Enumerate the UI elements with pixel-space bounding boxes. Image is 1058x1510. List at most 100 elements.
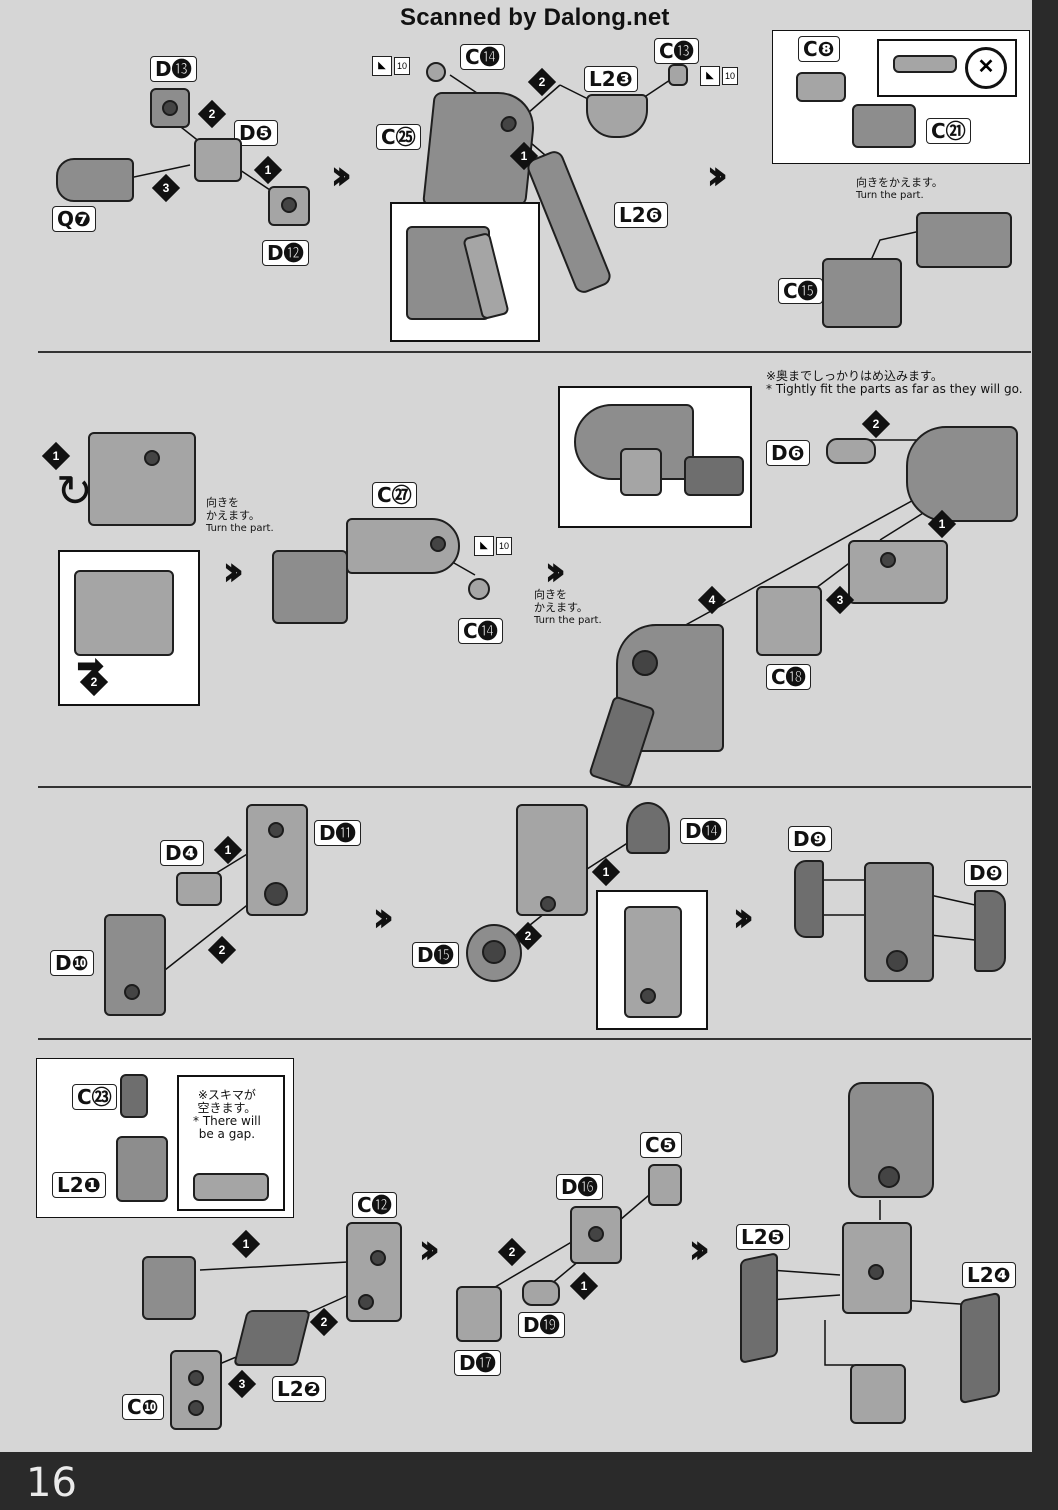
step-marker: 2 [207,935,237,965]
part-c18 [756,586,822,656]
knife-icon: ◣ [372,56,392,76]
part-label-c14: C⓮ [460,44,505,70]
part-c15 [822,258,902,328]
part-label-l23: L2❸ [584,66,638,92]
part-d4 [176,872,222,906]
part-label-l25: L2❺ [736,1224,790,1250]
step-marker: 1 [569,1271,599,1301]
part-label-d4: D❹ [160,840,204,866]
part-c5 [648,1164,682,1206]
step-marker: 2 [861,409,891,439]
part-label-c13: C⓭ [654,38,699,64]
step-marker: 1 [509,141,539,171]
step-marker: 3 [227,1369,257,1399]
section-divider [38,1038,1031,1040]
part-d13 [150,88,190,128]
assembly-turned [272,550,348,624]
step-marker: 1 [231,1229,261,1259]
fit-note: ※奥までしっかりはめ込みます。 * Tightly fit the parts … [766,369,1023,396]
part-label-l22: L2❷ [272,1376,326,1402]
part-label-c18: C⓲ [766,664,811,690]
part-label-d17: D⓱ [454,1350,501,1376]
part-label-d19: D⓳ [518,1312,565,1338]
part-d15 [466,924,522,982]
part-c13 [668,64,688,86]
assembly-detail-arm [684,456,744,496]
step-marker: 3 [825,585,855,615]
detail-inset [390,202,540,342]
part-l23 [586,94,648,138]
assembly-knee [842,1222,912,1314]
part-d11 [246,804,308,916]
step-marker: 1 [591,857,621,887]
part-label-d5: D❺ [234,120,278,146]
part-c14 [426,62,446,82]
part-label-d10: D❿ [50,950,94,976]
section-divider [38,351,1031,353]
section-divider [38,786,1031,788]
page-number: 16 [26,1460,77,1506]
part-label-l26: L2❻ [614,202,668,228]
assembly-leg-upper [848,1082,934,1198]
step-marker: 2 [497,1237,527,1267]
gate-number: 10 [496,537,512,555]
part-label-d16: D⓰ [556,1174,603,1200]
part-l25 [740,1251,778,1365]
part-label-d11: D⓫ [314,820,361,846]
part-q7 [56,158,134,202]
part-c27 [346,518,460,574]
next-step-chevron: ›› [372,892,394,941]
assembly-detail-joint [620,448,662,496]
part-label-c8: C❽ [798,36,840,62]
step-marker: 2 [79,667,109,697]
next-step-chevron: ›› [706,150,728,199]
part-label-l21: L2❶ [52,1172,106,1198]
part-d9-right [974,890,1006,972]
next-step-chevron: ›› [222,546,244,595]
detail-inset-warning: ✕ [877,39,1017,97]
part-label-c15: C⓯ [778,278,823,304]
step-marker: 4 [697,585,727,615]
part-label-d9-right: D❾ [964,860,1008,886]
assembly-leg-detail [624,906,682,1018]
step-marker: 2 [527,67,557,97]
part-label-d6: D❻ [766,440,810,466]
part-c23 [120,1074,148,1118]
part-label-c14: C⓮ [458,618,503,644]
part-d10 [104,914,166,1016]
gate-number: 10 [394,57,410,75]
part-d19 [522,1280,560,1306]
assembly-leg [864,862,934,982]
part-label-c21: C㉑ [926,118,971,144]
part-d9-left [794,860,824,938]
part-knee-cover [850,1364,906,1424]
step-marker: 3 [151,173,181,203]
part-d17 [456,1286,502,1342]
watermark: Scanned by Dalong.net [400,4,670,31]
next-step-chevron: ›› [688,1224,710,1273]
part-c21 [852,104,916,148]
part-c8 [796,72,846,102]
part-l21-assembled [142,1256,196,1320]
gap-note: ※スキマが 空きます。 * There will be a gap. [193,1088,261,1141]
part-label-d9-left: D❾ [788,826,832,852]
part-d5 [194,138,242,182]
step-marker: 1 [253,155,283,185]
detail-inset: ➡ [58,550,200,706]
part-label-c10: C❿ [122,1394,164,1420]
part-d14 [626,802,670,854]
part-l21 [116,1136,168,1202]
part-label-l24: L2❹ [962,1262,1016,1288]
gate-number: 10 [722,67,738,85]
part-label-d15: D⓯ [412,942,459,968]
step-marker: 1 [927,509,957,539]
assembly-head [906,426,1018,522]
gap-detail [193,1173,269,1201]
part-c14 [468,578,490,600]
turn-note: 向きを かえます。 Turn the part. [206,496,274,534]
part-d6 [826,438,876,464]
step-marker: 2 [309,1307,339,1337]
assembly-rotate [88,432,196,526]
part-d12 [268,186,310,226]
next-step-chevron: ›› [418,1224,440,1273]
